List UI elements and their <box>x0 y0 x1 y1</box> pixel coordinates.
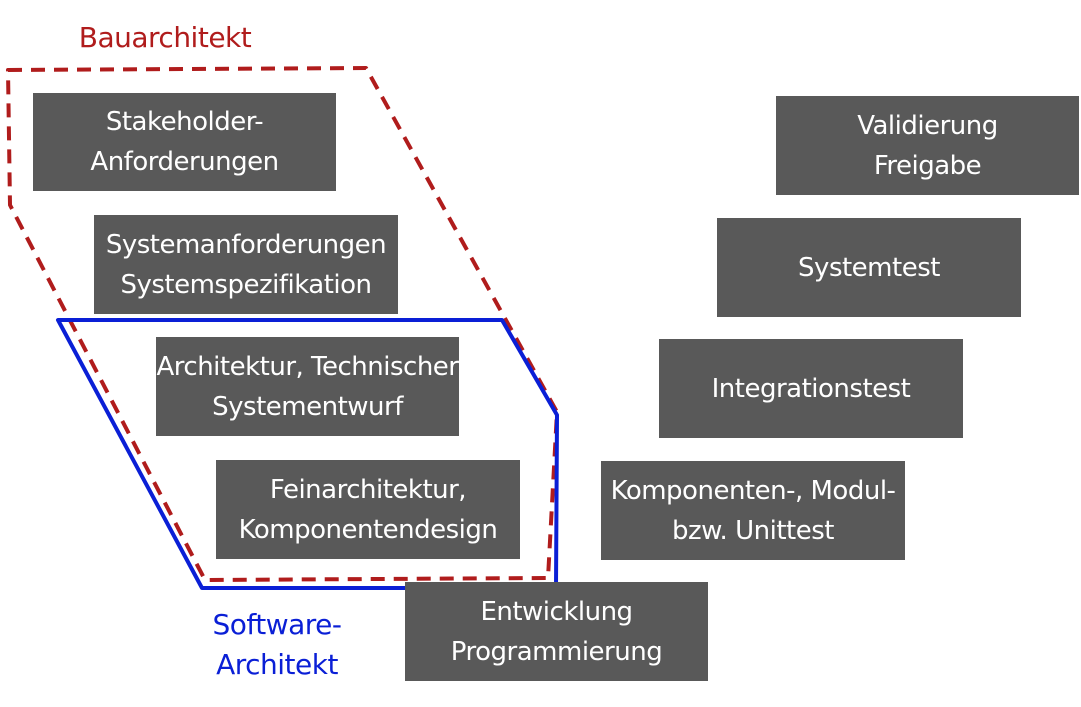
software-architekt-label: Software- Architekt <box>192 605 362 685</box>
integrationstest-box: Integrationstest <box>659 339 963 438</box>
stakeholder-line2: Anforderungen <box>90 147 279 177</box>
system-line2: Systemspezifikation <box>120 269 372 300</box>
systemanforderungen-box: Systemanforderungen Systemspezifikation <box>94 215 398 314</box>
software-architekt-line1: Software- <box>212 608 342 641</box>
stakeholder-line1: Stakeholder- <box>105 107 264 137</box>
systemtest-line1: Systemtest <box>798 252 940 283</box>
komponententest-line2: bzw. Unittest <box>672 515 834 546</box>
fein-line1: Feinarchitektur, <box>269 474 467 505</box>
entwicklung-line1: Entwicklung <box>480 596 633 627</box>
feinarchitektur-box: Feinarchitektur, Komponentendesign <box>216 460 520 559</box>
komponententest-line1: Komponenten-, Modul- <box>610 475 896 506</box>
entwicklung-box: Entwicklung Programmierung <box>405 582 708 681</box>
software-architekt-outline <box>56 318 559 590</box>
entwicklung-line2: Programmierung <box>450 636 663 667</box>
software-architekt-line2: Architekt <box>216 648 338 681</box>
bauarchitekt-outline <box>6 66 559 582</box>
architektur-line1: Architektur, Technischer <box>156 351 459 382</box>
stakeholder-anforderungen-box: Stakeholder- Anforderungen <box>33 93 336 191</box>
bauarchitekt-label: Bauarchitekt <box>70 18 260 58</box>
fein-line2: Komponentendesign <box>238 514 498 545</box>
bauarchitekt-text: Bauarchitekt <box>78 21 252 54</box>
validierung-box: Validierung Freigabe <box>776 96 1079 195</box>
architektur-box: Architektur, Technischer Systementwurf <box>156 337 459 436</box>
validierung-line2: Freigabe <box>873 150 982 181</box>
architektur-line2: Systementwurf <box>212 391 403 422</box>
systemtest-box: Systemtest <box>717 218 1021 317</box>
integrationstest-line1: Integrationstest <box>711 373 911 404</box>
komponententest-box: Komponenten-, Modul- bzw. Unittest <box>601 461 905 560</box>
system-line1: Systemanforderungen <box>105 229 387 260</box>
validierung-line1: Validierung <box>857 110 998 141</box>
